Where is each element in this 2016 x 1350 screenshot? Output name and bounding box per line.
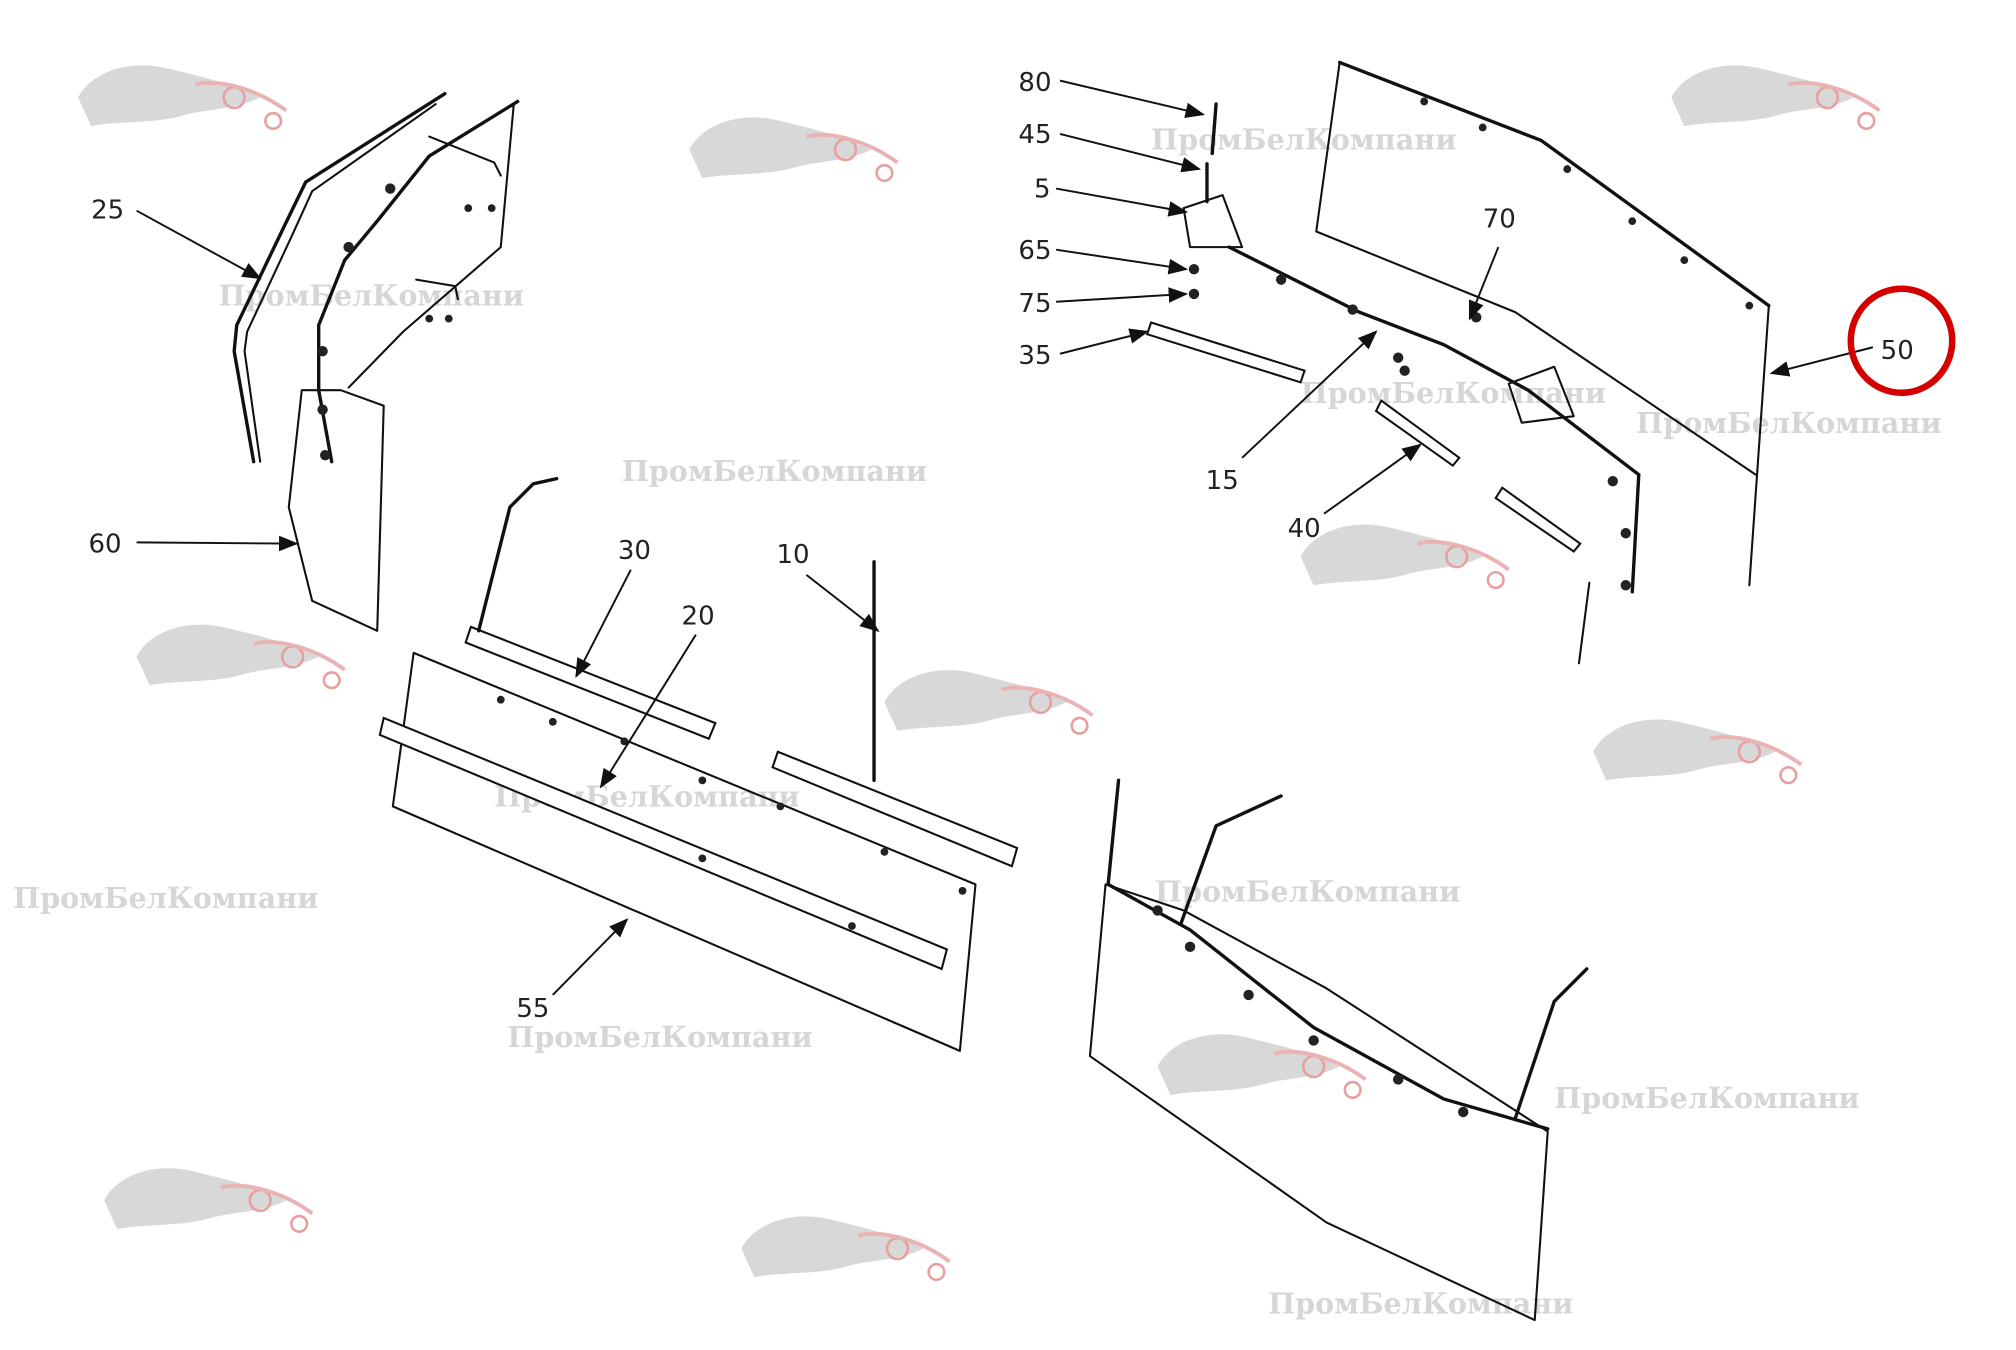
- callout-25: 25: [91, 195, 124, 225]
- watermark-text: ПромБелКомпани: [622, 454, 927, 488]
- callout-20: 20: [682, 601, 715, 631]
- callout-5: 5: [1034, 175, 1051, 205]
- callout-labels: 80 45 5 65 75 35 70 15 40 50 25 60 30 20…: [88, 68, 1913, 1024]
- callout-60: 60: [88, 530, 121, 560]
- upper-panel-assembly: [1145, 60, 1771, 665]
- callout-65: 65: [1018, 236, 1051, 266]
- callout-40: 40: [1288, 514, 1321, 544]
- callout-55: 55: [516, 994, 549, 1024]
- highlight-circle: [1847, 285, 1956, 397]
- watermark-text: ПромБелКомпани: [1554, 1081, 1859, 1115]
- callout-10: 10: [776, 540, 809, 570]
- callout-80: 80: [1018, 68, 1051, 98]
- left-side-assembly: [232, 91, 520, 632]
- callout-leaders: [136, 79, 1874, 996]
- callout-15: 15: [1206, 466, 1239, 496]
- watermark-text: ПромБелКомпани: [13, 881, 318, 915]
- watermark-text: ПромБелКомпани: [1155, 874, 1460, 908]
- callout-75: 75: [1018, 289, 1051, 319]
- watermark-text: ПромБелКомпани: [1301, 376, 1606, 410]
- watermarks: ПромБелКомпани ПромБелКомпани ПромБелКом…: [13, 63, 1942, 1321]
- callout-30: 30: [618, 536, 651, 566]
- callout-45: 45: [1018, 120, 1051, 150]
- watermark-text: ПромБелКомпани: [507, 1020, 812, 1054]
- rear-panel-assembly: [378, 476, 1019, 1052]
- callout-50: 50: [1881, 336, 1914, 366]
- watermark-text: ПромБелКомпани: [1268, 1287, 1573, 1321]
- front-panel-assembly: [1088, 778, 1589, 1322]
- watermark-text: ПромБелКомпани: [1636, 406, 1941, 440]
- callout-35: 35: [1018, 341, 1051, 371]
- callout-70: 70: [1483, 205, 1516, 235]
- watermark-text: ПромБелКомпани: [1151, 123, 1456, 157]
